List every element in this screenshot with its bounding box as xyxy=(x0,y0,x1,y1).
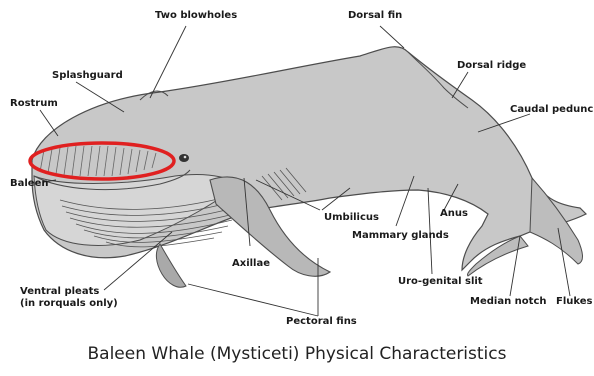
label-pectoral-fins: Pectoral fins xyxy=(286,316,357,328)
figure-caption: Baleen Whale (Mysticeti) Physical Charac… xyxy=(0,344,594,364)
label-dorsal-fin: Dorsal fin xyxy=(348,10,402,22)
label-uro-genital-slit: Uro-genital slit xyxy=(398,276,483,288)
eye-glint xyxy=(184,156,187,159)
label-flukes: Flukes xyxy=(556,296,593,308)
label-rostrum: Rostrum xyxy=(10,98,58,110)
label-caudal-peduncle: Caudal peduncle xyxy=(510,104,594,116)
label-dorsal-ridge: Dorsal ridge xyxy=(457,60,526,72)
label-umbilicus: Umbilicus xyxy=(324,212,379,224)
label-mammary-glands: Mammary glands xyxy=(352,230,449,242)
label-axillae: Axillae xyxy=(232,258,270,270)
label-two-blowholes: Two blowholes xyxy=(155,10,237,22)
flukes xyxy=(530,178,583,264)
label-baleen: Baleen xyxy=(10,178,48,190)
label-splashguard: Splashguard xyxy=(52,70,123,82)
label-ventral-pleats: Ventral pleats (in rorquals only) xyxy=(20,286,118,310)
label-median-notch: Median notch xyxy=(470,296,546,308)
whale-eye xyxy=(179,154,189,162)
pectoral-fin-far xyxy=(156,244,186,287)
label-anus: Anus xyxy=(440,208,468,220)
